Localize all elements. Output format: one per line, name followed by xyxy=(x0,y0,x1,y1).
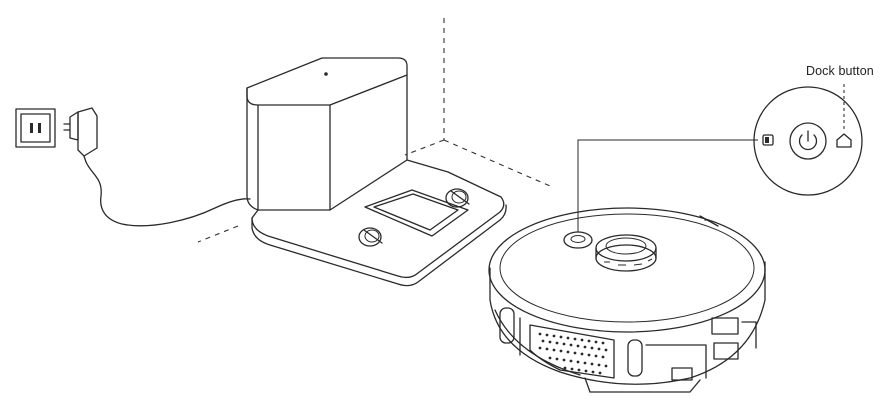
charging-dock xyxy=(246,57,507,287)
power-adapter xyxy=(63,107,98,163)
lidar-turret xyxy=(595,234,657,272)
wall-corner-guides xyxy=(197,18,551,243)
home-icon[interactable] xyxy=(836,133,852,148)
square-icon[interactable] xyxy=(762,134,774,146)
callout-leader xyxy=(577,139,758,232)
power-cable xyxy=(85,161,251,227)
wall-outlet xyxy=(15,108,56,148)
robot-top-button[interactable] xyxy=(563,231,593,249)
bumper-grill xyxy=(529,324,615,379)
dock-button-label: Dock button xyxy=(806,64,874,78)
dock-right-wheel xyxy=(445,188,470,208)
dock-left-wheel xyxy=(358,227,383,247)
robot-vacuum xyxy=(488,207,766,393)
power-icon[interactable] xyxy=(789,122,827,160)
button-panel-zoom xyxy=(753,86,863,196)
